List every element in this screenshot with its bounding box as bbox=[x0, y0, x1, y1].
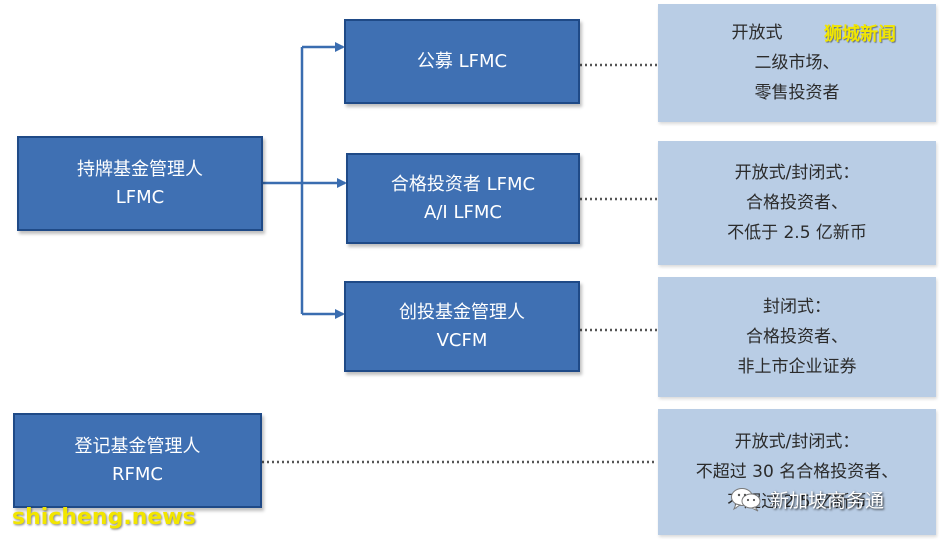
rfmc-description-line2: 不超过 30 名合格投资者、 bbox=[695, 462, 899, 482]
ai-lfmc-box-line2: A/I LFMC bbox=[424, 201, 502, 223]
vcfm-box-line1: 创投基金管理人 bbox=[399, 301, 525, 323]
ai-lfmc-box-line1: 合格投资者 LFMC bbox=[390, 173, 536, 195]
public-lfmc-description-line3: 零售投资者 bbox=[754, 83, 840, 103]
vcfm-box-line2: VCFM bbox=[436, 329, 488, 351]
ai-lfmc-description-line3: 不低于 2.5 亿新币 bbox=[727, 223, 867, 243]
watermark-site: shicheng.news bbox=[12, 505, 196, 530]
lfmc-box: 持牌基金管理人 LFMC bbox=[17, 136, 263, 231]
rfmc-box-line2: RFMC bbox=[112, 463, 163, 485]
public-lfmc-description-panel: 开放式 二级市场、 零售投资者 bbox=[658, 4, 936, 122]
rfmc-description-panel: 开放式/封闭式： 不超过 30 名合格投资者、 不超过 2.5 亿新币 bbox=[658, 409, 936, 535]
watermark-wechat: 新加坡商务通 bbox=[730, 484, 884, 514]
public-lfmc-description-line2: 二级市场、 bbox=[754, 53, 840, 73]
rfmc-box-line1: 登记基金管理人 bbox=[74, 435, 201, 457]
ai-lfmc-description-line1: 开放式/封闭式： bbox=[734, 163, 860, 183]
lfmc-box-line1: 持牌基金管理人 bbox=[77, 158, 203, 180]
rfmc-description-line1: 开放式/封闭式： bbox=[734, 432, 860, 452]
ai-lfmc-description-line2: 合格投资者、 bbox=[746, 193, 848, 213]
lfmc-box-line2: LFMC bbox=[115, 186, 165, 208]
vcfm-description-line1: 封闭式： bbox=[763, 297, 831, 317]
rfmc-box: 登记基金管理人 RFMC bbox=[13, 413, 262, 508]
ai-lfmc-description-panel: 开放式/封闭式： 合格投资者、 不低于 2.5 亿新币 bbox=[658, 141, 936, 265]
wechat-icon bbox=[731, 488, 761, 512]
vcfm-description-line3: 非上市企业证券 bbox=[737, 357, 857, 377]
watermark-top-right: 狮城新闻 bbox=[824, 24, 896, 45]
rfmc-description-line3: 不超过 2.5 亿新币 bbox=[727, 492, 867, 512]
ai-lfmc-box: 合格投资者 LFMC A/I LFMC bbox=[346, 153, 580, 244]
vcfm-description-panel: 封闭式： 合格投资者、 非上市企业证券 bbox=[658, 277, 936, 397]
public-lfmc-box-line1: 公募 LFMC bbox=[416, 50, 508, 72]
watermark-wechat-text: 新加坡商务通 bbox=[770, 489, 885, 512]
public-lfmc-box: 公募 LFMC bbox=[344, 19, 580, 104]
public-lfmc-description-line1: 开放式 bbox=[731, 23, 783, 43]
vcfm-description-line2: 合格投资者、 bbox=[746, 327, 848, 347]
vcfm-box: 创投基金管理人 VCFM bbox=[344, 281, 580, 372]
